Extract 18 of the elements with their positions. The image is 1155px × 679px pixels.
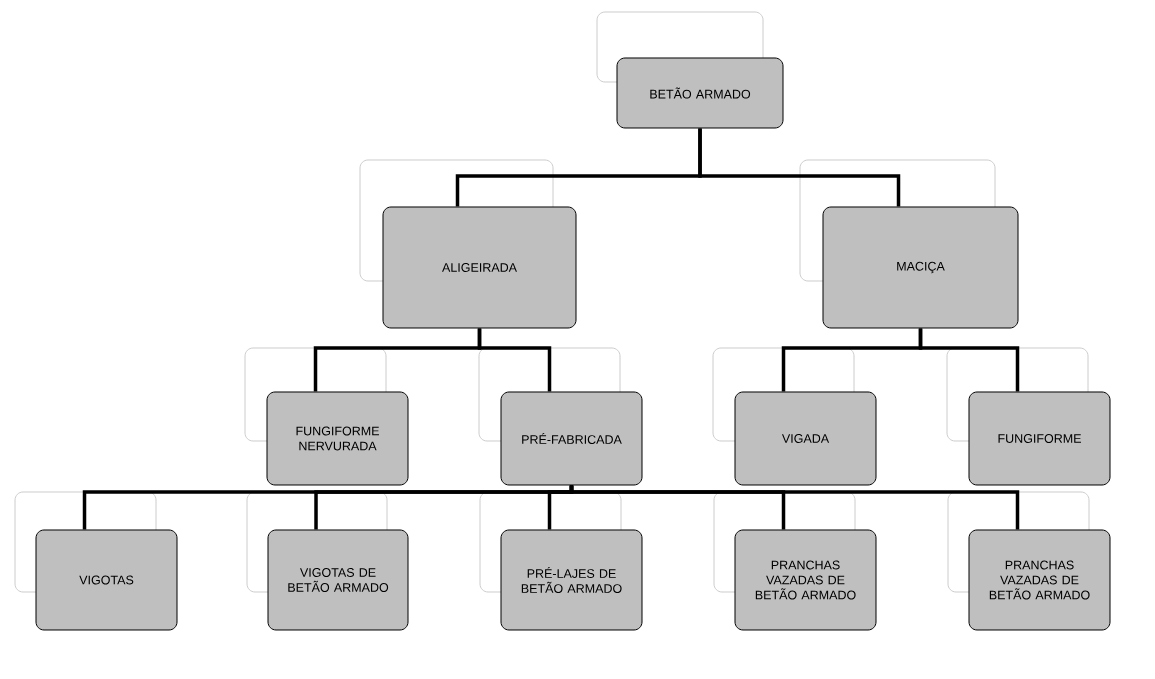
connector-line	[918, 328, 1020, 392]
process-box: PRANCHAS VAZADAS DE BETÃO ARMADO	[713, 491, 877, 631]
process-box: VIGADA	[712, 347, 877, 486]
process-box: MACIÇA	[799, 159, 1019, 329]
process-box: PRÉ-FABRICADA	[478, 347, 643, 486]
process-box: FUNGIFORME NERVURADA	[244, 347, 409, 486]
process-box: ALIGEIRADA	[359, 159, 577, 329]
process-box: BETÃO ARMADO	[596, 11, 784, 129]
process-box: VIGOTAS DE BETÃO ARMADO	[246, 491, 409, 631]
connector-line	[698, 128, 901, 207]
process-box: VIGOTAS	[14, 491, 178, 631]
process-box: PRÉ-LAJES DE BETÃO ARMADO	[479, 491, 643, 631]
process-box: FUNGIFORME	[946, 347, 1111, 486]
connector-line	[477, 328, 552, 392]
process-box: PRANCHAS VAZADAS DE BETÃO ARMADO	[947, 491, 1111, 631]
connector-line	[569, 485, 1020, 530]
node-label: BETÃO ARMADO	[650, 87, 751, 99]
node-label: NERVURADA	[299, 441, 377, 451]
